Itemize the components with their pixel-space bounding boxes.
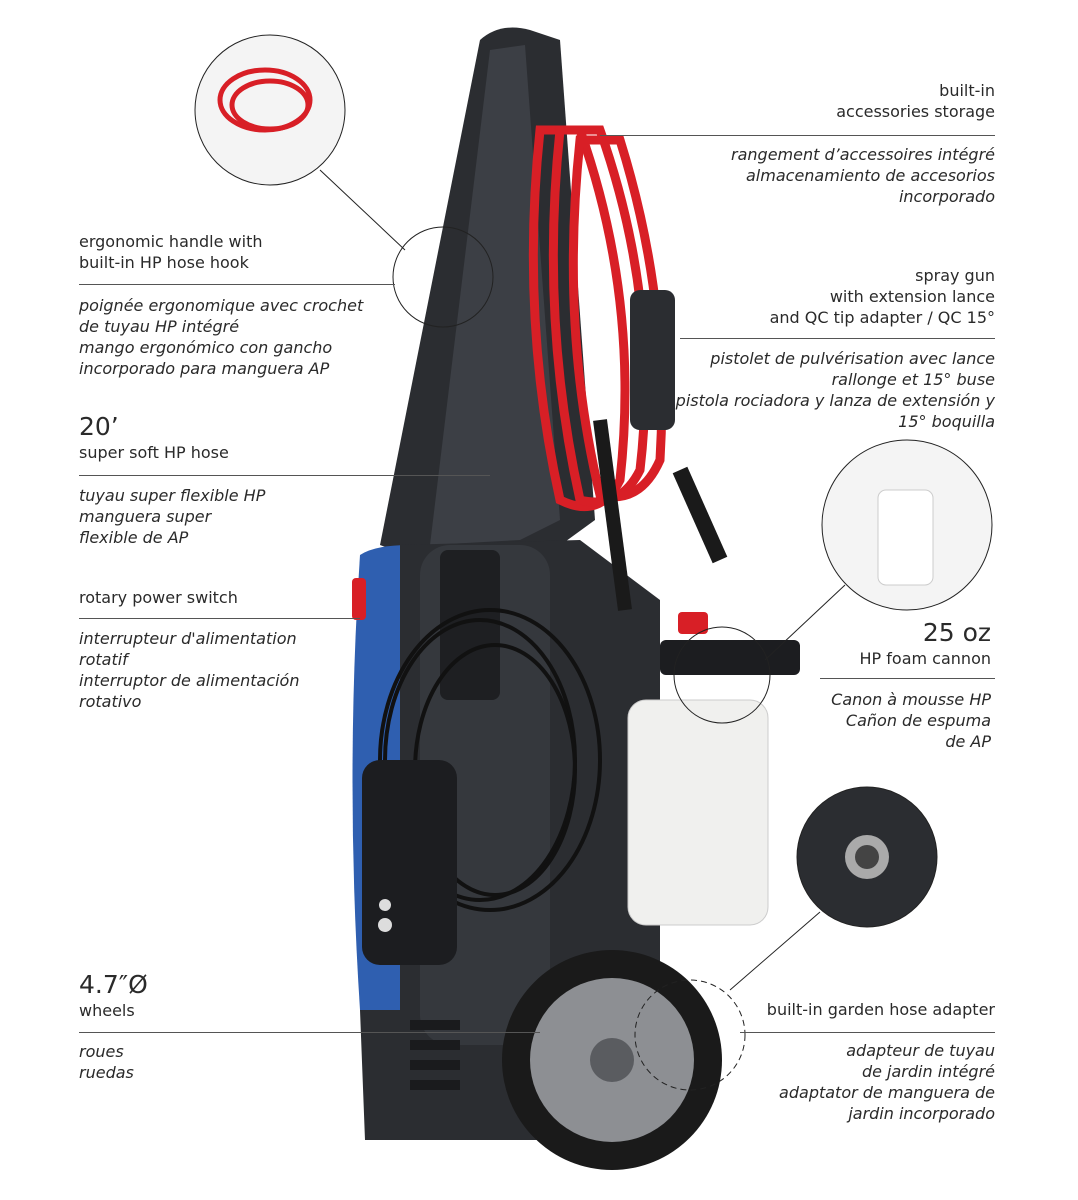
callout-translation: incorporado: [898, 187, 995, 206]
wheel: [502, 950, 722, 1170]
callout-garden-hose-adapter: built-in garden hose adapter adapteur de…: [767, 999, 995, 1124]
callout-translation: manguera super: [79, 507, 212, 526]
callout-translation: poignée ergonomique avec crochet: [79, 296, 364, 315]
callout-translation: rallonge et 15° buse: [831, 370, 995, 389]
callout-en: built-in HP hose hook: [79, 253, 249, 272]
detail-circle-nozzle: [673, 626, 771, 724]
callout-spray-gun: spray gun with extension lance and QC ti…: [676, 265, 995, 432]
callout-translation: de tuyau HP intégré: [79, 317, 240, 336]
callout-translation: adaptator de manguera de: [779, 1083, 995, 1102]
callout-en: rotary power switch: [79, 588, 238, 607]
callout-translation: roues: [79, 1042, 124, 1061]
callout-foam-cannon: 25 oz HP foam cannon Canon à mousse HP C…: [831, 618, 991, 752]
callout-translation: tuyau super flexible HP: [79, 486, 266, 505]
leader-line: [680, 338, 995, 339]
callout-en: spray gun: [915, 266, 995, 285]
callout-translation: ruedas: [79, 1063, 134, 1082]
callout-translation: pistola rociadora y lanza de extensión y: [675, 391, 995, 410]
callout-storage: built-in accessories storage rangement d…: [731, 80, 995, 207]
callout-translation: jardin incorporado: [848, 1104, 995, 1123]
callout-translation: 15° boquilla: [898, 412, 995, 431]
rotary-power-switch: [352, 578, 366, 620]
leader-line: [600, 135, 995, 136]
callout-en: accessories storage: [836, 102, 995, 121]
callout-en: and QC tip adapter / QC 15°: [769, 308, 995, 327]
callout-translation: interruptor de alimentación: [79, 671, 300, 690]
callout-translation: mango ergonómico con gancho: [79, 338, 333, 357]
callout-translation: adapteur de tuyau: [846, 1041, 995, 1060]
callout-switch: rotary power switch interrupteur d'alime…: [79, 587, 299, 712]
callout-translation: rotatif: [79, 650, 128, 669]
callout-translation: rotativo: [79, 692, 142, 711]
detail-circle-inlet: [634, 979, 746, 1091]
gfci-plug: [362, 760, 457, 965]
detail-circle-storage: [194, 34, 346, 186]
callout-value: 20’: [79, 412, 119, 441]
callout-en: HP foam cannon: [859, 649, 991, 668]
callout-translation: flexible de AP: [79, 528, 189, 547]
leader-line: [79, 1032, 540, 1033]
callout-translation: Cañon de espuma: [845, 711, 991, 730]
callout-hose: 20’ super soft HP hose tuyau super flexi…: [79, 412, 265, 548]
callout-translation: incorporado para manguera AP: [79, 359, 330, 378]
callout-en: super soft HP hose: [79, 443, 229, 462]
mini-hose-detail: [217, 67, 313, 133]
callout-value: 25 oz: [922, 618, 991, 647]
callout-translation: rangement d’accessoires intégré: [731, 145, 995, 164]
callout-translation: de AP: [945, 732, 991, 751]
callout-value: 4.7″Ø: [79, 970, 148, 999]
leader-line: [740, 1032, 995, 1033]
callout-wheels: 4.7″Ø wheels roues ruedas: [79, 970, 148, 1083]
foam-bottle: [627, 699, 769, 926]
callout-en: ergonomic handle with: [79, 232, 263, 251]
callout-translation: interrupteur d'alimentation: [79, 629, 297, 648]
callout-translation: de jardin intégré: [861, 1062, 995, 1081]
leader-line: [820, 678, 995, 679]
leader-line: [79, 618, 360, 619]
detail-circle-handle: [392, 226, 494, 328]
callout-handle: ergonomic handle with built-in HP hose h…: [79, 231, 363, 379]
spray-lance: [593, 419, 632, 611]
callout-en: wheels: [79, 1001, 135, 1020]
callout-en: built-in garden hose adapter: [766, 1000, 995, 1019]
callout-translation: pistolet de pulvérisation avec lance: [710, 349, 995, 368]
callout-en: built-in: [939, 81, 995, 100]
callout-translation: Canon à mousse HP: [831, 690, 991, 709]
leader-line: [79, 284, 395, 285]
callout-en: with extension lance: [829, 287, 995, 306]
callout-translation: almacenamiento de accesorios: [746, 166, 995, 185]
leader-line: [79, 475, 490, 476]
